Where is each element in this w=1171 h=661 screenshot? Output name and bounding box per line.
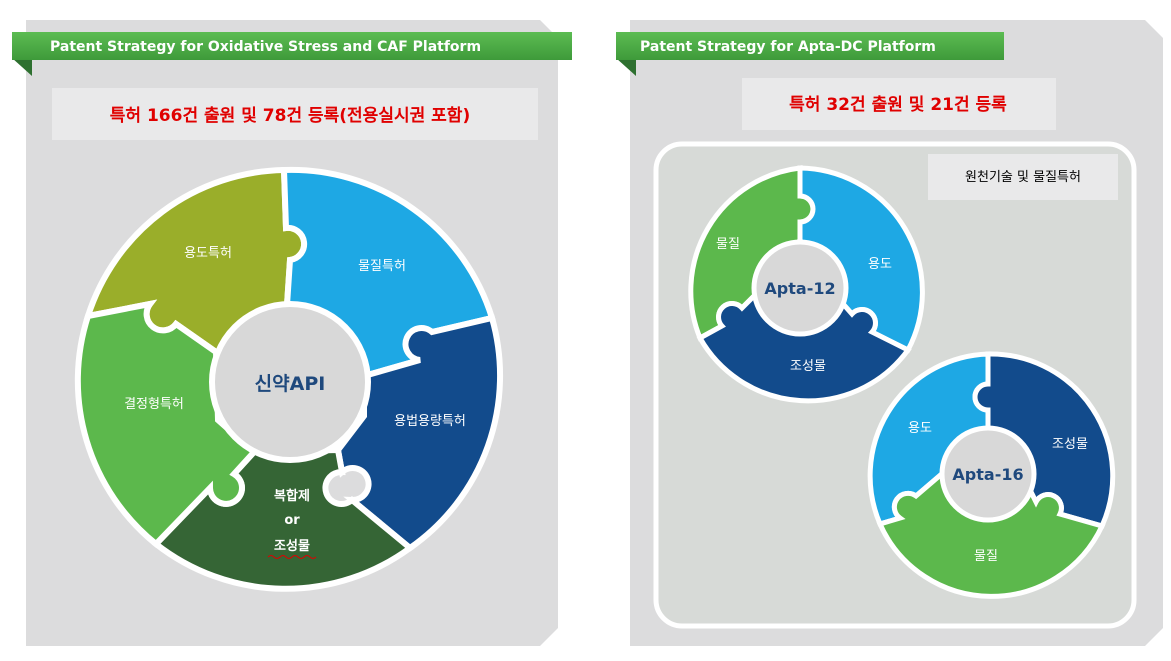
- left-summary-text: 특허 166건 출원 및 78건 등록(전용실시권 포함): [110, 105, 470, 126]
- w1-label-substance: 물질: [716, 237, 740, 252]
- segment-navy: [334, 314, 504, 552]
- w1-hub-label: Apta-12: [764, 279, 835, 298]
- label-combination: 복합제: [274, 488, 310, 504]
- note-text: 원천기술 및 물질특허: [965, 170, 1081, 185]
- wheel-apta-12: [688, 165, 925, 404]
- label-composition: 조성물: [274, 539, 310, 554]
- right-summary-text: 특허 32건 출원 및 21건 등록: [789, 95, 1007, 115]
- right-panel: Patent Strategy for Apta-DC Platform 특허 …: [616, 20, 1163, 646]
- note-box: [928, 154, 1118, 200]
- wheel-apta-16: [867, 351, 1116, 599]
- w1-label-usage: 용도: [868, 257, 892, 272]
- w2-label-usage: 용도: [908, 421, 932, 436]
- label-dosage-patent: 용법용량특허: [394, 414, 466, 429]
- w2-label-composition: 조성물: [1052, 437, 1088, 452]
- w1-segment-navy: [696, 287, 912, 404]
- label-substance-patent: 물질특허: [358, 259, 406, 274]
- right-banner-title: Patent Strategy for Apta-DC Platform: [640, 39, 936, 55]
- left-hub-label: 신약API: [255, 373, 326, 395]
- left-wheel: [74, 166, 504, 592]
- spellcheck-underline: [267, 555, 317, 559]
- left-banner-title: Patent Strategy for Oxidative Stress and…: [50, 39, 481, 55]
- right-summary-box: [742, 78, 1056, 130]
- label-crystal-patent: 결정형특허: [124, 397, 184, 412]
- label-or: or: [284, 513, 300, 528]
- segment-green: [74, 299, 259, 549]
- right-banner: [616, 32, 1004, 60]
- w2-hub-label: Apta-16: [952, 465, 1023, 484]
- w2-segment-green: [876, 469, 1106, 599]
- left-banner: [12, 32, 572, 60]
- w2-label-substance: 물질: [974, 549, 998, 564]
- left-banner-fold: [12, 58, 32, 76]
- left-summary-box: [52, 88, 538, 140]
- right-banner-fold: [616, 58, 636, 76]
- w1-hub: [751, 239, 849, 337]
- left-panel: Patent Strategy for Oxidative Stress and…: [12, 20, 572, 646]
- w2-hub: [939, 425, 1037, 523]
- label-usage-patent: 용도특허: [184, 246, 232, 261]
- left-hub: [209, 301, 371, 463]
- w1-label-composition: 조성물: [790, 359, 826, 374]
